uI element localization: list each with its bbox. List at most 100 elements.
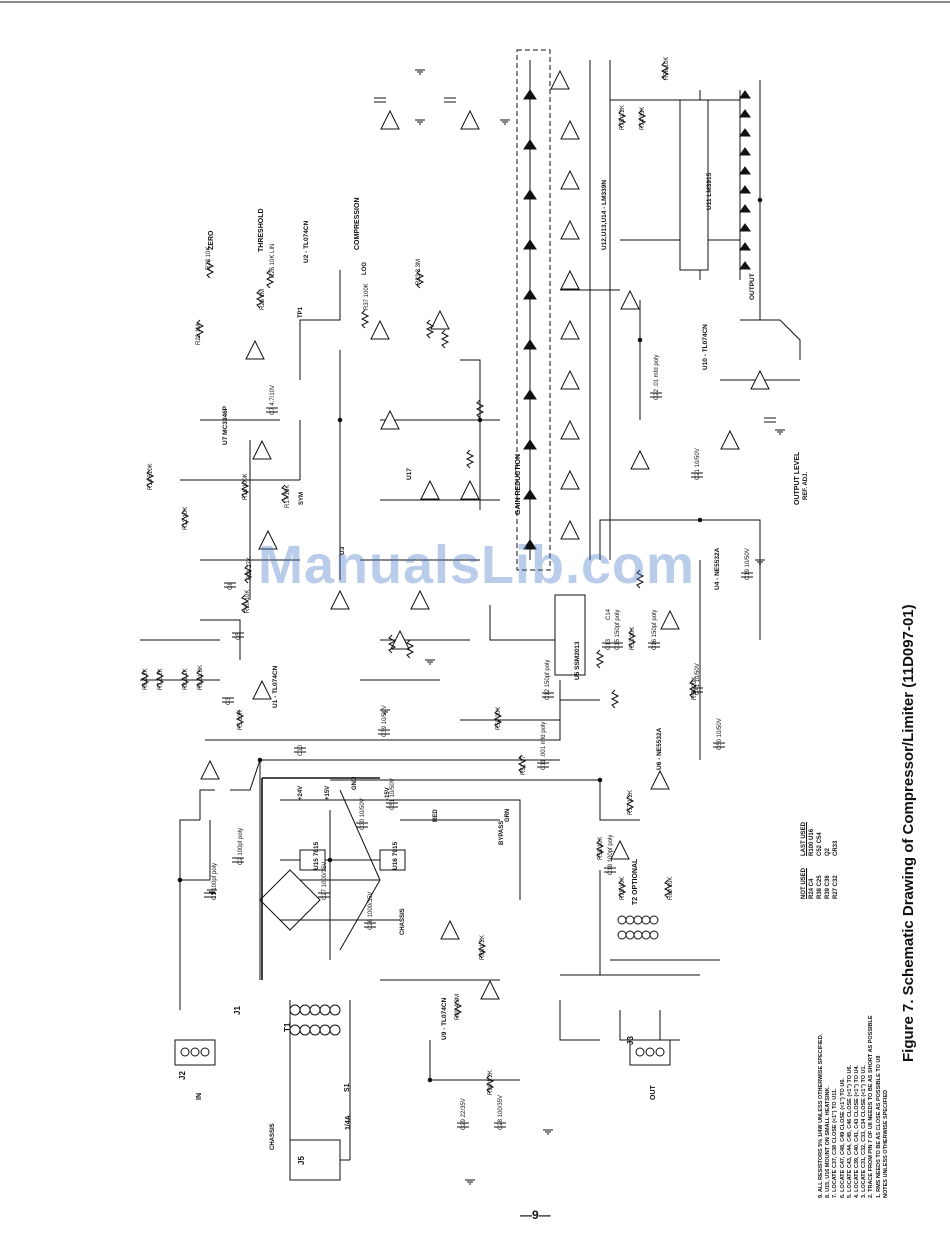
led-symbol [523, 539, 537, 550]
led-symbol [739, 109, 751, 118]
last-used-row: CR33 [833, 840, 839, 856]
label-bypass: BYPASS [499, 820, 505, 845]
label-r5: R5 10K [238, 709, 244, 730]
label-u4: U4 - NE5532A [714, 547, 721, 590]
resistor-symbol [660, 61, 670, 81]
op-amp-symbol [252, 439, 272, 460]
label-r89: R89 4.3M [455, 993, 461, 1020]
label-r22: R22 1M [196, 323, 202, 345]
label-u9: U9 - TL074CN [441, 997, 448, 1040]
led-symbol [739, 185, 751, 194]
op-amp-symbol [460, 479, 480, 500]
label-c30: C30 10/50V [360, 798, 366, 830]
label-t2: T2 OPTIONAL [632, 858, 639, 905]
note-line: 8. U15, U16 MOUNT ON SMALL HEATSINK. [825, 1086, 832, 1198]
label-u1: U1 - TL074CN [272, 665, 279, 708]
label-r6: R6 1.2K [143, 668, 149, 690]
junction-dot [597, 777, 603, 783]
resistor-symbol [625, 794, 635, 814]
resistor-symbol [145, 469, 155, 489]
connector-pin [635, 1047, 645, 1057]
label-c2: C2 100pf poly [238, 827, 244, 865]
label-r90: R90 1.2K [488, 1069, 494, 1095]
led-symbol [739, 147, 751, 156]
label-in: IN [196, 1093, 203, 1100]
resistor-symbol [195, 319, 205, 339]
op-amp-symbol [560, 319, 580, 340]
label-threshold: THRESHOLD [258, 208, 265, 252]
last-used-header: LAST USED [801, 821, 807, 856]
transformer-coil [309, 1004, 321, 1016]
label-output-level: OUTPUT LEVEL [794, 451, 801, 505]
junction-dot [337, 417, 343, 423]
label-r57: R57 1.2K [628, 789, 634, 815]
label-plus24v: +24V [298, 785, 304, 800]
label-t1: T1 [283, 1022, 292, 1032]
connector-pin [200, 1047, 210, 1057]
resistor-symbol [280, 484, 290, 504]
label-ref-adj: REF. ADJ. [803, 471, 809, 500]
label-r9: R9 31.6K [198, 664, 204, 690]
junction-dot [637, 337, 643, 343]
label-c5: C5 [236, 632, 242, 640]
resistor-symbol [140, 669, 150, 689]
label-u7: U7 MC3346P [222, 405, 229, 445]
label-c22: C22 .01 mfd poly [654, 354, 660, 400]
label-compression: COMPRESSION [354, 197, 361, 250]
led-symbol [523, 239, 537, 250]
last-used-row: Q2 [825, 847, 831, 856]
label-c10: C10 [298, 744, 304, 756]
label-chassis-2: CHASSIS [400, 908, 406, 935]
led-symbol [523, 339, 537, 350]
resistor-symbol [180, 669, 190, 689]
label-r88: R88 1.2K [480, 934, 486, 960]
label-c15: C15 150pf poly [615, 609, 621, 650]
op-amp-symbol [560, 269, 580, 290]
op-amp-symbol [560, 469, 580, 490]
transformer-coil [299, 1004, 311, 1016]
power-inlet [289, 1139, 341, 1181]
led-symbol [523, 289, 537, 300]
label-c29: C29 22/35V [461, 1098, 467, 1130]
label-r23: R23 10K [206, 246, 212, 270]
op-amp-symbol [750, 369, 770, 390]
label-r50: R50 20K [496, 706, 502, 730]
led-symbol [739, 261, 751, 270]
resistor-symbol [595, 649, 605, 669]
junction-dot [757, 197, 763, 203]
label-out: OUT [650, 1085, 657, 1100]
not-used-row: R24 C4 [809, 878, 815, 899]
label-c19: C19 10/50V [745, 548, 751, 580]
not-used-header: NOT USED [801, 867, 807, 899]
op-amp-symbol [480, 979, 500, 1000]
transformer-coil [649, 930, 659, 940]
op-amp-symbol [380, 409, 400, 430]
label-u5: U5 SSM2013 [574, 641, 581, 680]
label-r11: R11 27K [247, 557, 253, 580]
label-plus15v: +15V [325, 785, 331, 800]
resistor-symbol [617, 879, 627, 899]
resistor-symbol [415, 269, 425, 289]
page-number: —9— [520, 1208, 551, 1222]
resistor-symbol [265, 269, 275, 289]
junction-dot [427, 1077, 433, 1083]
label-j2: J2 [178, 1071, 187, 1080]
label-c51: C51 10/50V [390, 778, 396, 810]
label-r53: R53 20K [630, 626, 636, 650]
led-symbol [739, 223, 751, 232]
transformer-coil [617, 930, 627, 940]
last-used-row: C52 C54 [817, 832, 823, 856]
transformer-coil [633, 930, 643, 940]
label-c50: C50 10/50V [717, 718, 723, 750]
ic-lm3915 [679, 99, 709, 271]
label-c18: C18 100pf poly [608, 834, 614, 875]
resistor-symbol [617, 109, 627, 129]
label-led-red: RED [433, 809, 439, 822]
label-tp1: TP1 [298, 306, 304, 318]
note-line: 3. LOCATE C31, C32, C33, C34 CLOSE (<1")… [861, 1064, 868, 1198]
resistor-symbol [240, 594, 250, 614]
op-amp-symbol [430, 309, 450, 330]
label-j1: J1 [233, 1006, 242, 1015]
